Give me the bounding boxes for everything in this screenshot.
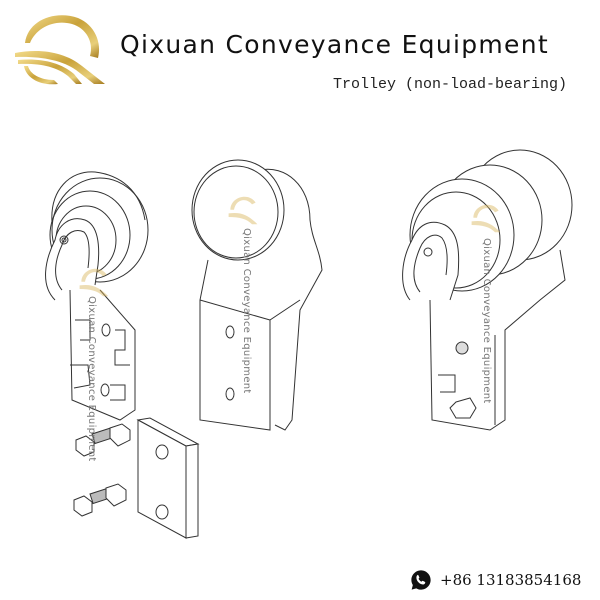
watermark-logo-icon: [228, 196, 258, 225]
watermark-text-center: Qixuan Conveyance Equipment: [241, 228, 252, 394]
qixuan-logo-icon: [15, 15, 105, 85]
trolley-assembled-right: [402, 149, 573, 431]
trolley-side-view-center: [191, 159, 323, 431]
watermark-text-left: Qixuan Conveyance Equipment: [86, 296, 97, 462]
phone-number: +86 13183854168: [440, 571, 582, 589]
company-name: Qixuan Conveyance Equipment: [120, 30, 549, 59]
watermark-logo-icon: [471, 204, 501, 233]
spacer-plate: [136, 417, 200, 539]
trolley-illustration: [45, 149, 573, 539]
product-subtitle: Trolley (non-load-bearing): [333, 76, 568, 93]
watermark-text-right: Qixuan Conveyance Equipment: [481, 238, 492, 404]
trolley-with-bracket-left: [45, 171, 149, 421]
contact-info: +86 13183854168: [410, 569, 581, 591]
whatsapp-icon: [411, 570, 431, 590]
watermark-logo-icon: [79, 268, 109, 297]
bolt-with-nuts-upper: [75, 423, 131, 457]
bolt-with-nuts-lower: [73, 483, 127, 517]
